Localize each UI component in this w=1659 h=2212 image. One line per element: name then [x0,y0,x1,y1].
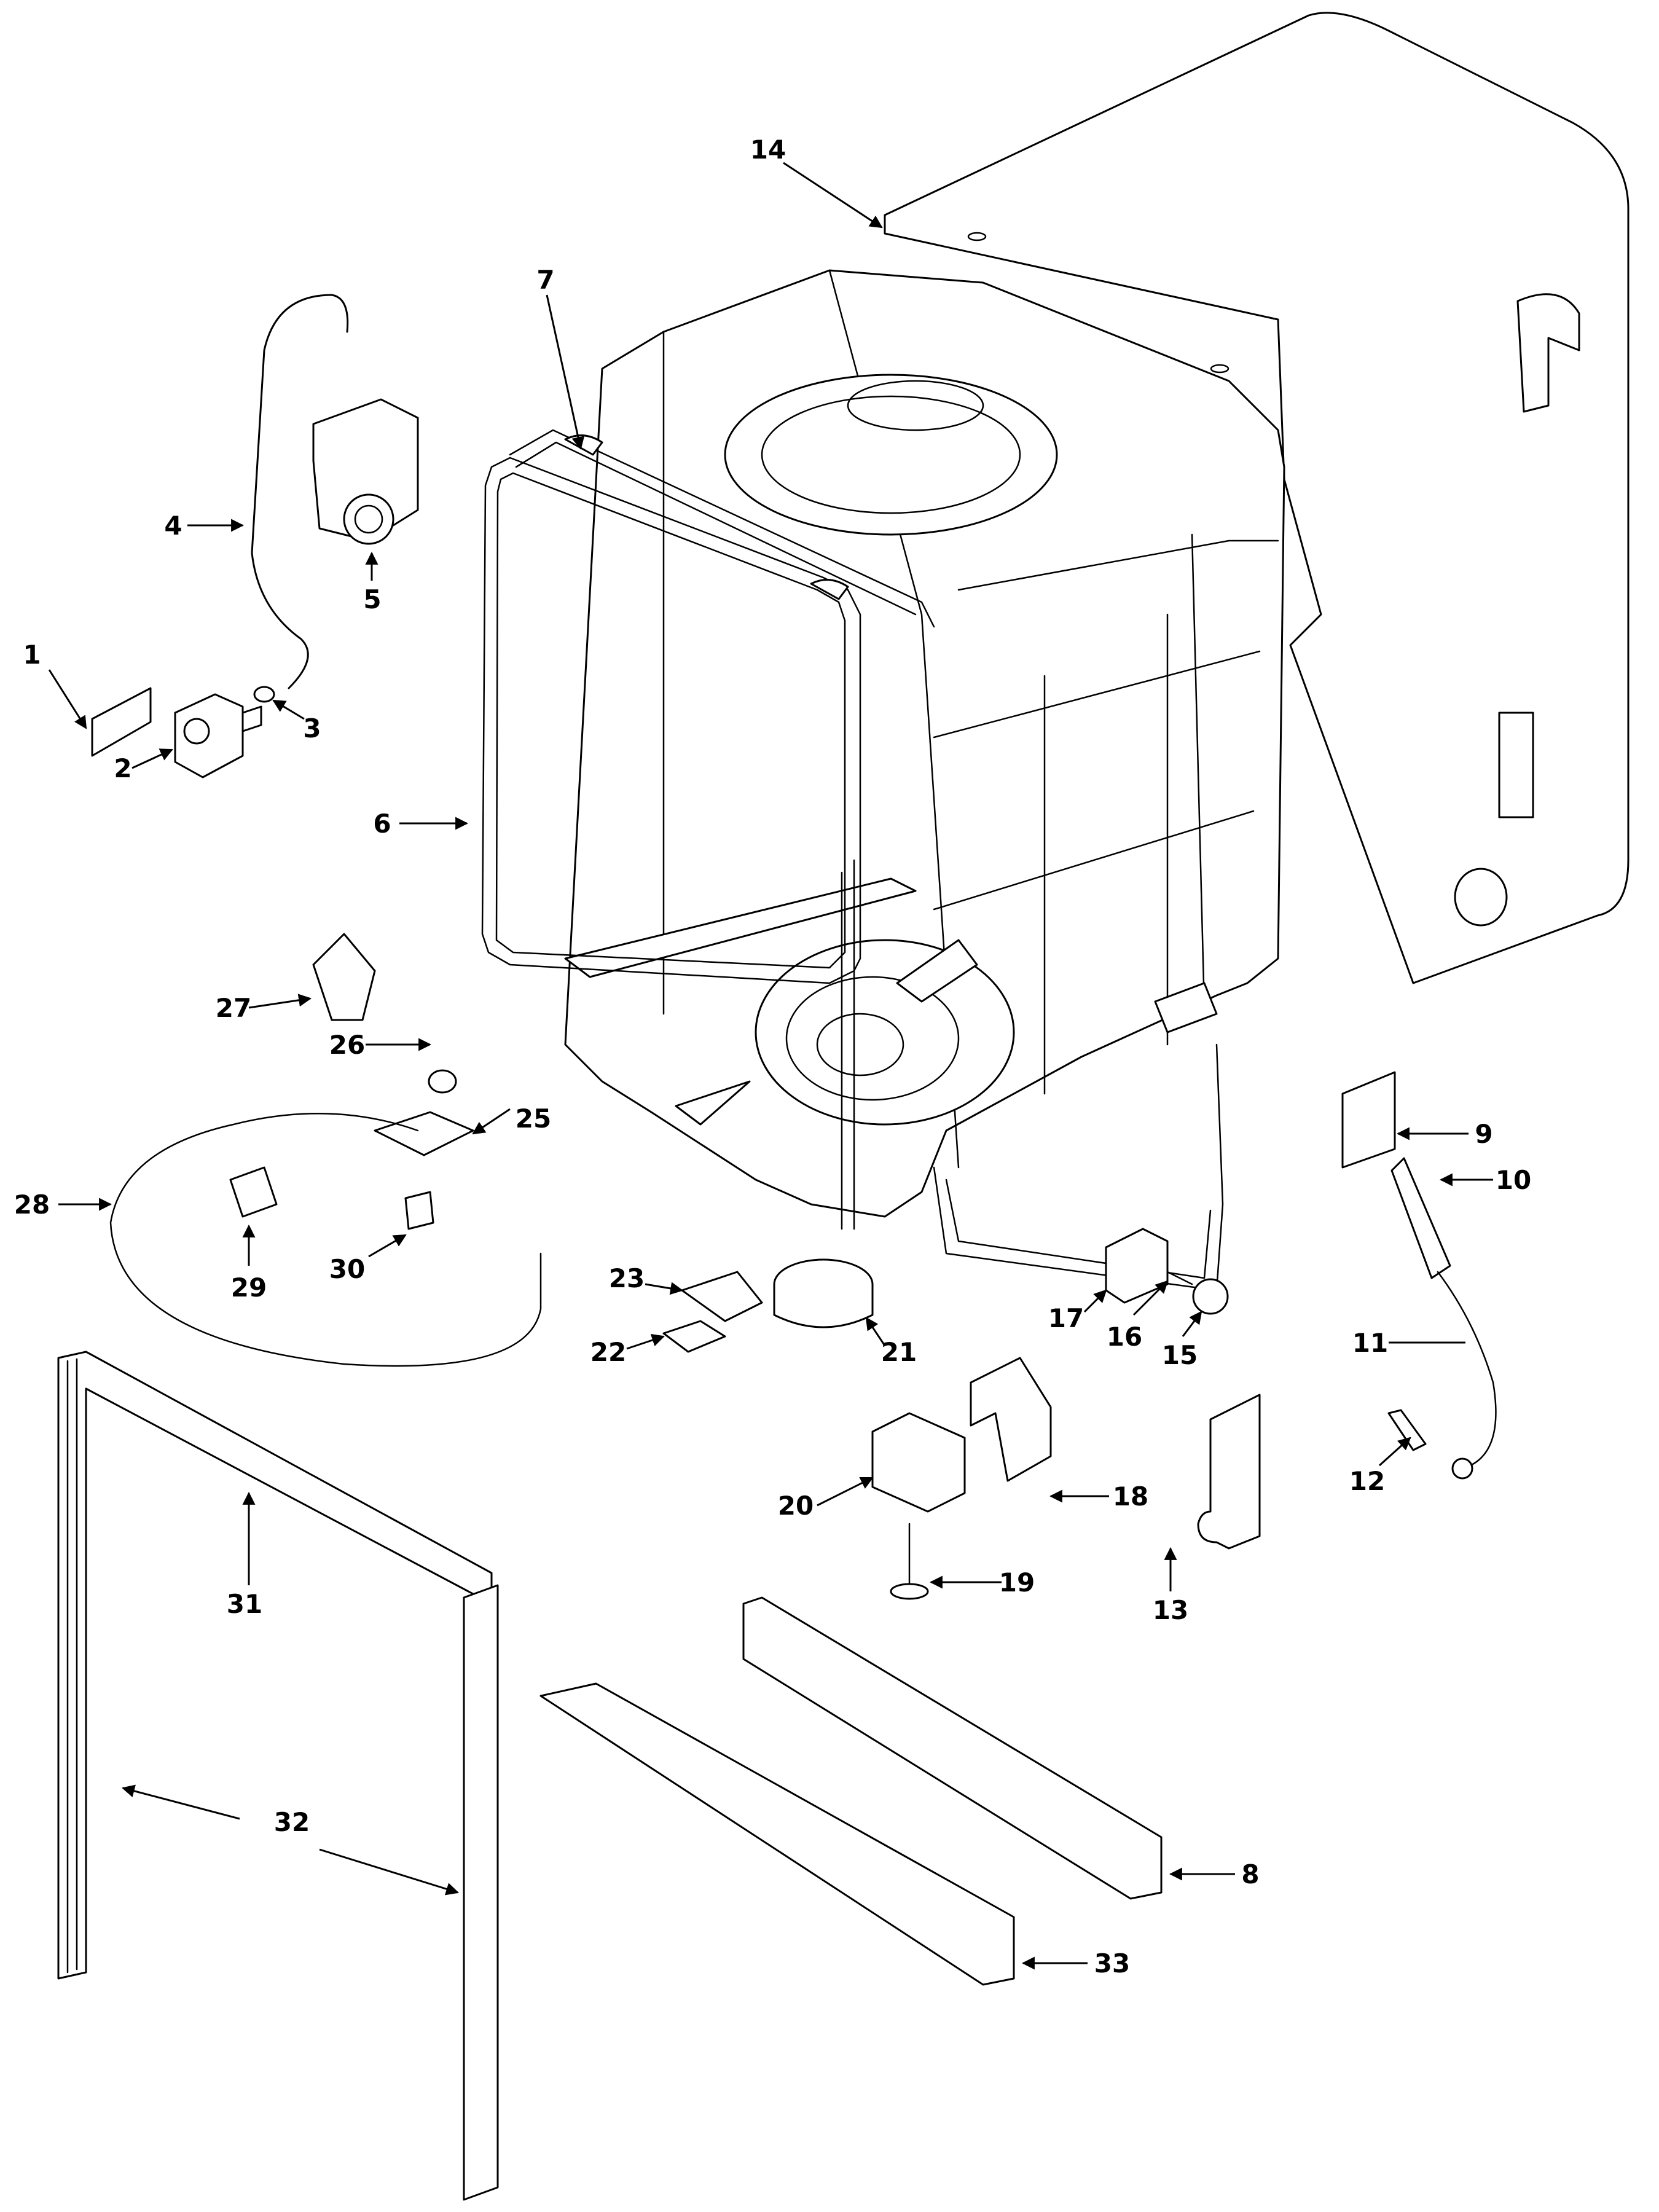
leader-21 [865,1317,886,1346]
callout-30: 30 [329,1254,365,1284]
cable-pulley-part [1451,1457,1473,1480]
callout-8: 8 [1241,1859,1259,1889]
callout-28: 28 [14,1190,50,1220]
callout-21: 21 [881,1337,917,1367]
spring-cable-part [1437,1271,1497,1470]
callout-13: 13 [1153,1595,1188,1625]
leader-32a [121,1784,240,1820]
kick-plate-part [742,1596,1163,1900]
hose-fitting-part [404,1191,434,1230]
callout-9: 9 [1475,1119,1492,1149]
hinge-arm-part [1197,1394,1261,1550]
callout-2: 2 [114,753,131,783]
toe-panel-part [539,1682,1015,1986]
switch-bracket-part [681,1271,763,1322]
dishwasher-tub [564,269,1285,1218]
callout-19: 19 [999,1567,1035,1598]
water-valve-part [174,693,262,779]
leader-3 [272,699,305,720]
filter-cap-part [773,1258,874,1328]
callout-12: 12 [1349,1466,1385,1496]
valve-fitting-part [253,686,275,703]
callout-1: 1 [23,640,41,670]
cover-box-part [871,1412,966,1513]
callout-3: 3 [303,713,321,743]
vent-assembly-part [312,398,419,545]
switch-part [662,1320,726,1353]
door-gasket-frame [481,457,861,1230]
callout-26: 26 [329,1030,365,1060]
leader-23 [645,1282,684,1295]
callout-17: 17 [1048,1303,1084,1333]
callout-6: 6 [373,809,391,839]
callout-27: 27 [216,993,251,1023]
leader-lines [48,162,1493,1970]
float-bracket-part [374,1111,474,1156]
cable-clip-part [1387,1409,1427,1451]
leveling-leg-part [890,1523,929,1600]
callout-29: 29 [231,1273,267,1303]
callout-20: 20 [778,1491,814,1521]
leader-32b [319,1848,460,1896]
leader-22 [626,1334,665,1350]
door-panel-frame [57,1351,499,2201]
callout-32: 32 [274,1807,310,1837]
wheel-part [1192,1278,1229,1315]
valve-bracket-part [91,687,152,757]
callout-11: 11 [1352,1328,1388,1358]
leader-2 [131,748,173,769]
callout-5: 5 [363,584,381,614]
hinge-plate-part [1341,1071,1396,1169]
leader-7 [546,294,585,450]
leader-27 [248,994,312,1009]
tub-insulation-panel [884,12,1630,984]
side-bracket-part [312,933,376,1021]
callout-18: 18 [1113,1481,1148,1512]
callout-4: 4 [164,511,182,541]
float-part [428,1069,457,1094]
door-spring-part [1390,1157,1451,1279]
leader-16 [1132,1280,1169,1316]
callout-22: 22 [590,1337,626,1367]
drain-hose-part [109,1112,542,1367]
leader-25 [472,1108,511,1135]
leader-12 [1378,1437,1411,1467]
callout-23: 23 [609,1263,645,1293]
mounting-bracket-part [970,1357,1052,1482]
callout-31: 31 [227,1589,262,1619]
callout-10: 10 [1496,1165,1531,1195]
fill-hose-part [251,294,349,689]
hose-clamp-part [229,1166,278,1218]
leader-14 [783,162,883,229]
leader-1 [48,669,87,729]
callout-33: 33 [1094,1948,1130,1979]
leader-30 [368,1234,407,1258]
callout-7: 7 [536,265,554,295]
callout-16: 16 [1107,1322,1142,1352]
leader-17 [1083,1289,1107,1313]
callout-14: 14 [750,135,786,165]
leader-15 [1182,1311,1202,1337]
callout-25: 25 [516,1104,551,1134]
leader-20 [817,1477,874,1507]
callout-15: 15 [1162,1340,1198,1370]
callout-labels: 1 2 3 4 5 6 7 8 9 10 11 12 13 14 15 16 1… [14,135,1531,1979]
